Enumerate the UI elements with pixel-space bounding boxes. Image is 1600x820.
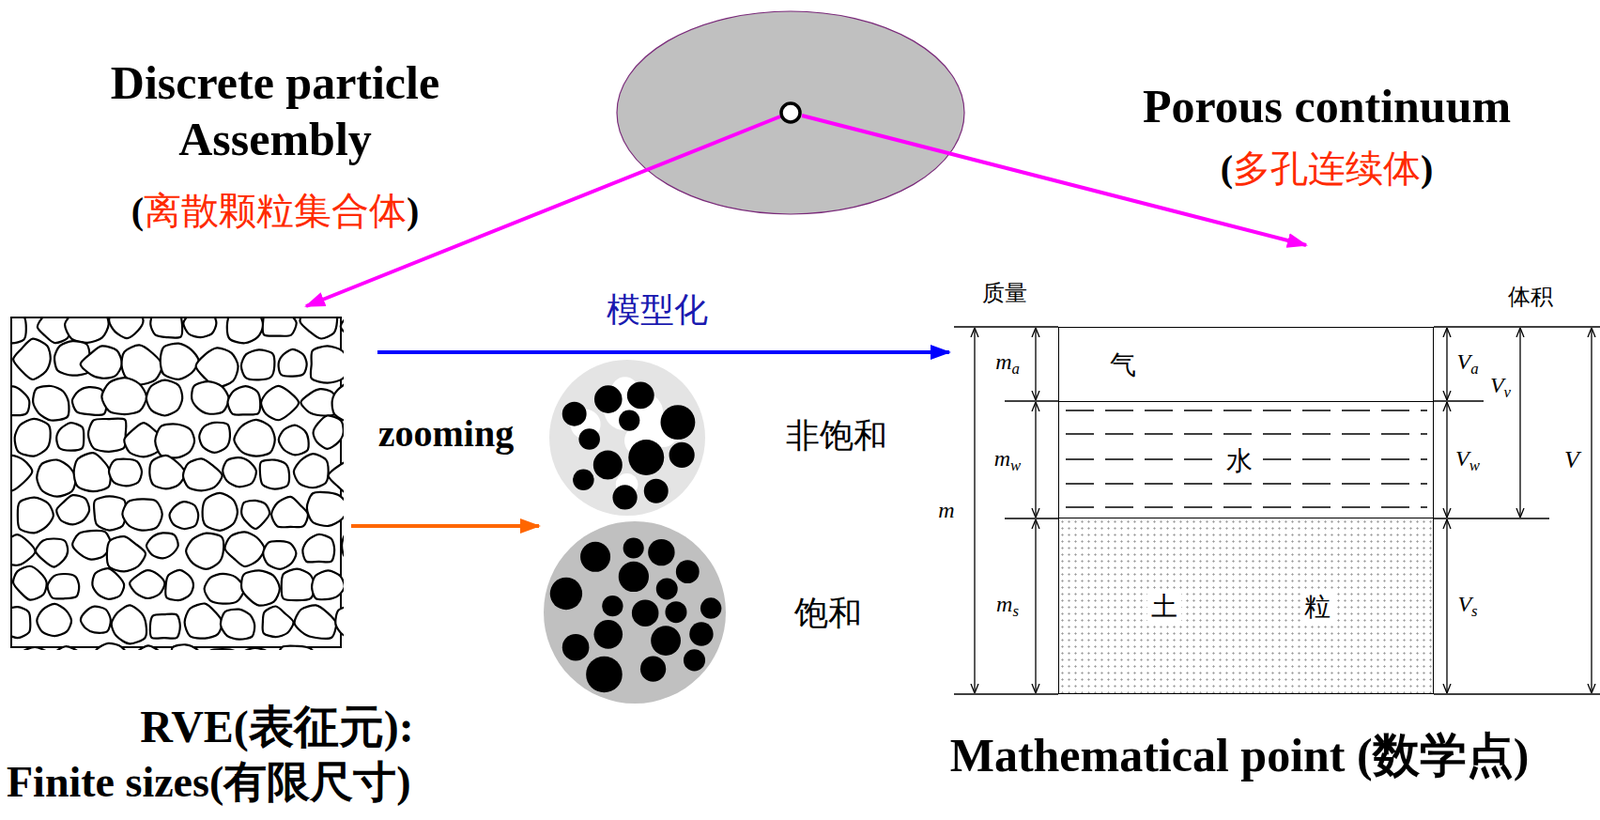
volume-symbol: Vw — [1455, 445, 1480, 476]
dimension-lines — [953, 326, 1600, 694]
symbol-letter: V — [1490, 372, 1505, 398]
symbol-subscript: s — [1471, 601, 1478, 620]
symbol-letter: m — [995, 349, 1012, 374]
symbol-letter: m — [994, 446, 1011, 471]
volume-symbol: Vv — [1490, 371, 1511, 402]
node-text: 非饱和 — [785, 415, 888, 457]
symbol-subscript: w — [1010, 456, 1021, 475]
edge-label: zooming — [378, 411, 514, 457]
air-band: 气 — [1058, 326, 1434, 402]
water-dashes — [1065, 410, 1428, 508]
water-band: 水 — [1058, 400, 1434, 519]
symbol-letter: V — [1457, 591, 1472, 616]
bracket: ) — [1420, 147, 1433, 190]
particle-outlines — [12, 318, 344, 650]
bracket: ( — [131, 189, 144, 232]
symbol-subscript: w — [1469, 456, 1480, 475]
bracket: ) — [406, 189, 419, 232]
particle-assembly-box: RVE(表征元):Finite sizes(有限尺寸) — [10, 316, 342, 648]
title: Discrete particle Assembly — [54, 54, 496, 168]
sat-picture — [542, 520, 727, 705]
mass-symbol: ms — [996, 590, 1019, 621]
node-text: Mathematical point (数学点) — [950, 726, 1530, 784]
modeling-arrow — [377, 350, 950, 354]
symbol-letter: V — [1456, 349, 1471, 374]
volume-symbol: V — [1564, 445, 1580, 475]
mass-symbol: mw — [994, 445, 1022, 476]
grey-ellipse — [616, 11, 965, 215]
center-point — [781, 103, 800, 123]
symbol-letter: m — [996, 591, 1013, 616]
unsat-picture — [546, 358, 708, 517]
mass-symbol: m — [938, 496, 954, 524]
title: Porous continuum — [1142, 77, 1511, 135]
node-text: Finite sizes(有限尺寸) — [6, 755, 412, 808]
title-chinese: (多孔连续体) — [1220, 146, 1434, 192]
chinese-name: 多孔连续体 — [1232, 147, 1421, 190]
column-heading: 质量 — [982, 279, 1028, 308]
soil-band: 土粒 — [1058, 518, 1434, 694]
node-text: 气 — [1109, 349, 1137, 382]
volume-symbol: Va — [1456, 348, 1478, 379]
node-text: 粒 — [1300, 590, 1335, 623]
chinese-name: 离散颗粒集合体 — [143, 189, 407, 232]
column-heading: 体积 — [1507, 283, 1554, 311]
symbol-subscript: s — [1012, 601, 1019, 620]
symbol-letter: V — [1455, 446, 1470, 471]
edge-label: 模型化 — [606, 289, 708, 330]
node-text: 饱和 — [794, 593, 862, 634]
symbol-subscript: a — [1011, 359, 1019, 378]
saturated-circle: 饱和 — [542, 520, 727, 705]
node-text: 水 — [1222, 445, 1257, 477]
mass-symbol: ma — [995, 348, 1020, 379]
symbol-subscript: a — [1470, 359, 1478, 378]
symbol-subscript: v — [1504, 383, 1511, 401]
volume-symbol: Vs — [1457, 590, 1477, 621]
bracket: ( — [1220, 147, 1233, 190]
node-text: RVE(表征元): — [139, 699, 415, 754]
title-chinese: (离散颗粒集合体) — [131, 188, 420, 234]
zooming-arrow — [351, 523, 539, 528]
magenta-arrow — [801, 115, 1307, 246]
node-text: 土 — [1147, 590, 1182, 623]
unsaturated-circle: 非饱和 — [546, 358, 708, 517]
particles-picture — [12, 318, 344, 650]
